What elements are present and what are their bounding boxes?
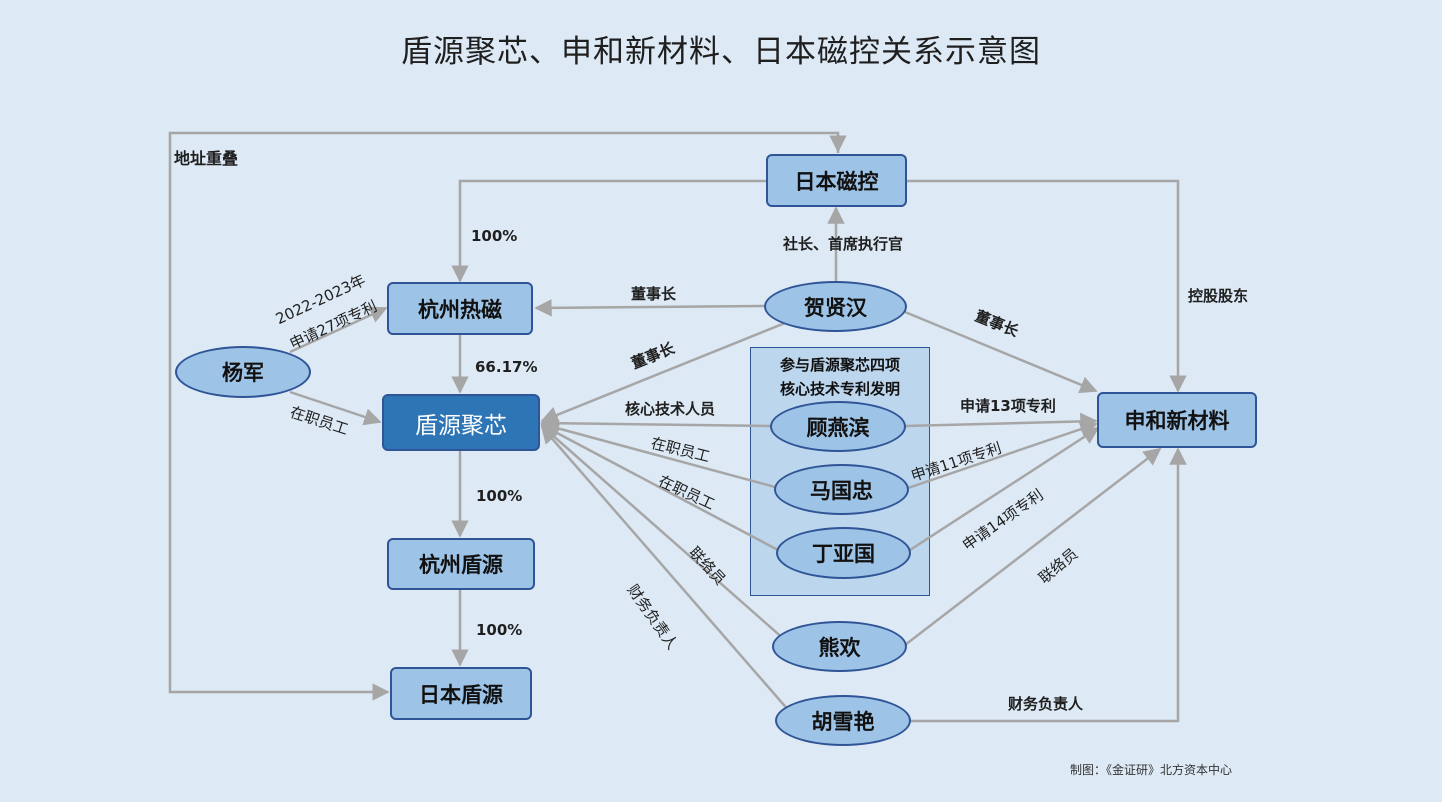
label-controlling-shareholder: 控股股东 (1188, 287, 1249, 305)
label-address-overlap: 地址重叠 (174, 149, 239, 168)
edge-xiong-to-dunyuan (540, 424, 786, 641)
node-hangzhou-dunyuan: 杭州盾源 (387, 538, 535, 590)
label-chairman-rici: 董事长 (631, 285, 677, 303)
node-japan-ferrotec: 日本磁控 (766, 154, 907, 207)
node-yang-jun: 杨军 (175, 346, 311, 398)
node-hu-xueyan: 胡雪艳 (775, 695, 911, 746)
node-ding-yaguo: 丁亚国 (776, 527, 911, 579)
label-pct-japan-rici: 100% (471, 227, 518, 245)
label-patent-13: 申请13项专利 (960, 397, 1056, 415)
edge-ding-to-dunyuan (540, 423, 779, 552)
node-he-xianhan: 贺贤汉 (764, 281, 907, 332)
edge-ma-to-shenhe (907, 420, 1098, 490)
node-hangzhou-rici: 杭州热磁 (387, 282, 533, 335)
label-finance-hu-right: 财务负责人 (1008, 695, 1084, 713)
edge-yang-to-dunyuan (289, 390, 382, 426)
page-title: 盾源聚芯、申和新材料、日本磁控关系示意图 (401, 34, 1041, 70)
label-pct-hz-jp: 100% (476, 621, 523, 639)
node-shenhe: 申和新材料 (1097, 392, 1257, 448)
edge-ding-to-shenhe (909, 426, 1100, 552)
credit-text: 制图：《金证研》北方资本中心 (1070, 763, 1233, 777)
edge-ma-to-dunyuan (540, 419, 776, 489)
edge-he-to-rici (534, 299, 765, 317)
label-president-ceo: 社长、首席执行官 (783, 235, 904, 253)
edge-gu-to-shenhe (904, 412, 1098, 431)
edge-he-to-shenhe (904, 310, 1098, 394)
edge-he-to-dunyuan (540, 321, 786, 424)
node-japan-dunyuan: 日本盾源 (390, 667, 532, 720)
edge-gu-to-dunyuan (540, 414, 772, 432)
edge-japan-to-rici (451, 179, 766, 283)
group-title-line-1: 参与盾源聚芯四项 (779, 356, 900, 374)
group-title-line-2: 核心技术专利发明 (779, 380, 900, 398)
edge-xiong-to-shenhe (904, 447, 1162, 646)
edge-hu-to-dunyuan (540, 425, 791, 713)
label-pct-rici-dunyuan: 66.17% (475, 358, 538, 376)
node-xiong-huan: 熊欢 (772, 621, 907, 672)
edge-hu-to-shenhe (910, 447, 1187, 723)
edge-japan-to-shenhe (907, 179, 1187, 393)
label-core-tech: 核心技术人员 (625, 400, 716, 418)
node-ma-guozhong: 马国忠 (774, 464, 909, 515)
node-gu-yanbin: 顾燕滨 (770, 401, 906, 452)
label-pct-dunyuan-hz: 100% (476, 487, 523, 505)
core-patent-group-title: 参与盾源聚芯四项 核心技术专利发明 (750, 353, 930, 401)
node-dunyuan: 盾源聚芯 (382, 394, 540, 451)
edge-yang-to-rici (289, 306, 388, 354)
